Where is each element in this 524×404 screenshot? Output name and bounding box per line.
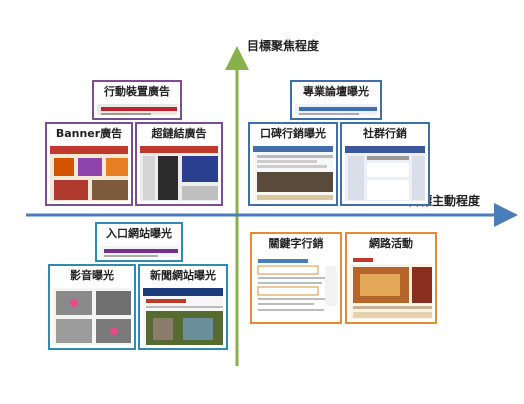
word-of-mouth-screenshot [253, 146, 333, 201]
word-of-mouth-card: 口碑行銷曝光 [248, 122, 338, 206]
news-site-title: 新聞網站曝光 [150, 269, 216, 282]
portal-exposure-card: 入口網站曝光 [95, 222, 183, 262]
online-event-card: 網路活動 [345, 232, 437, 324]
video-exposure-card: 影音曝光 [48, 264, 136, 350]
mobile-ad-screenshot [97, 104, 177, 115]
word-of-mouth-title: 口碑行銷曝光 [260, 127, 326, 140]
forum-exposure-title: 專業論壇曝光 [303, 85, 369, 98]
forum-exposure-screenshot [295, 104, 377, 115]
community-marketing-screenshot [345, 146, 425, 201]
banner-ad-screenshot [50, 146, 128, 201]
mobile-ad-title: 行動裝置廣告 [104, 85, 170, 98]
hyperlink-ad-card: 超鏈結廣告 [135, 122, 223, 206]
keyword-marketing-title: 關鍵字行銷 [268, 237, 324, 250]
video-exposure-title: 影音曝光 [70, 269, 114, 282]
keyword-marketing-card: 關鍵字行銷 [250, 232, 342, 324]
news-site-screenshot [143, 288, 223, 345]
online-event-title: 網路活動 [369, 237, 413, 250]
banner-ad-title: Banner廣告 [55, 127, 123, 140]
portal-exposure-title: 入口網站曝光 [106, 227, 172, 240]
keyword-marketing-screenshot [255, 256, 337, 319]
community-marketing-title: 社群行銷 [363, 127, 407, 140]
hyperlink-ad-title: 超鏈結廣告 [151, 127, 207, 140]
portal-exposure-screenshot [100, 246, 178, 257]
forum-exposure-card: 專業論壇曝光 [290, 80, 382, 120]
banner-ad-card: Banner廣告 [45, 122, 133, 206]
community-marketing-card: 社群行銷 [340, 122, 430, 206]
vertical-axis-label: 目標聚焦程度 [247, 39, 320, 53]
online-event-screenshot [350, 256, 432, 319]
hyperlink-ad-screenshot [140, 146, 218, 201]
news-site-card: 新聞網站曝光 [138, 264, 228, 350]
video-exposure-screenshot [53, 288, 131, 345]
mobile-ad-card: 行動裝置廣告 [92, 80, 182, 120]
